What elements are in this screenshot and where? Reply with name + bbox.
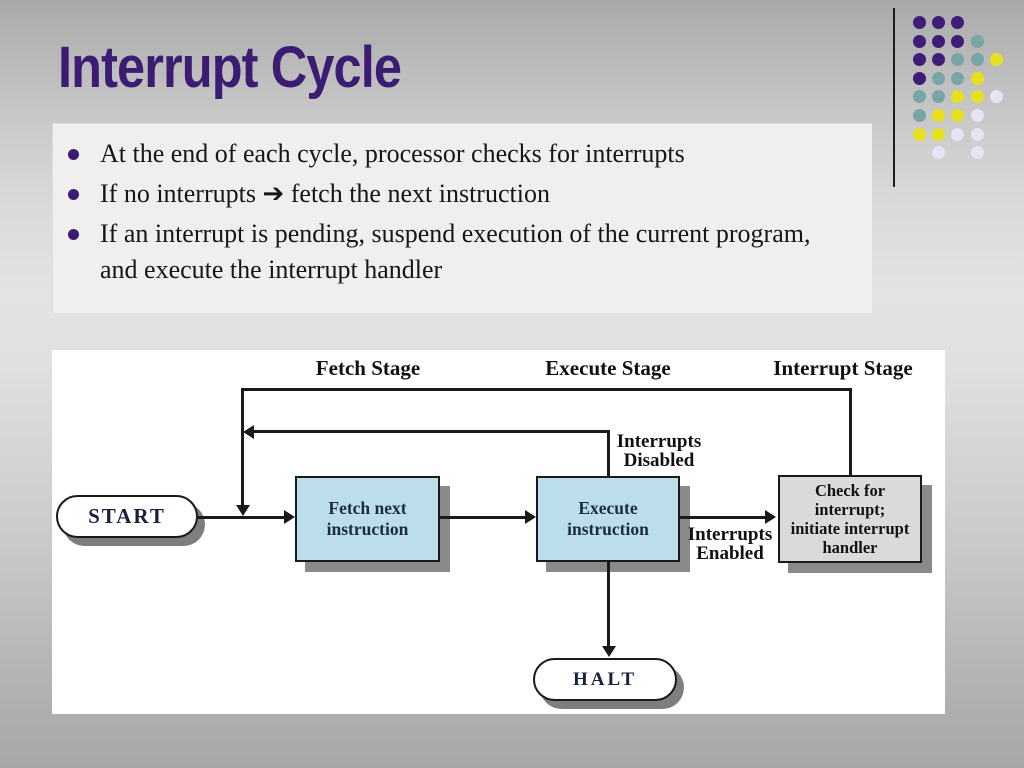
instruction-cycle-diagram: Fetch Stage Execute Stage Interrupt Stag… <box>52 350 945 714</box>
decorative-dot <box>932 71 946 85</box>
decorative-dot <box>913 90 926 104</box>
decorative-dot <box>932 34 946 48</box>
decorative-dot <box>951 71 965 85</box>
bullet-list-panel: At the end of each cycle, processor chec… <box>52 123 872 313</box>
connector-top-loop <box>241 388 852 391</box>
decorative-dot <box>932 53 946 67</box>
list-item: At the end of each cycle, processor chec… <box>52 136 872 172</box>
bullet-icon <box>68 189 79 200</box>
bullet-icon <box>68 149 79 160</box>
arrowhead-into-fetch <box>284 510 295 524</box>
edge-label-interrupts-disabled: Interrupts Disabled <box>616 431 702 471</box>
slide-title: Interrupt Cycle <box>58 35 402 100</box>
decorative-dot <box>913 53 926 67</box>
node-fetch-next-instruction: Fetch next instruction <box>295 476 440 562</box>
decorative-dot <box>970 109 984 122</box>
decorative-dot <box>951 127 965 141</box>
decorative-dot <box>913 34 926 48</box>
connector-start-to-fetch <box>198 516 285 519</box>
decorative-dot <box>913 71 926 85</box>
arrowhead-into-halt <box>602 646 616 657</box>
list-item: If no interrupts ➔ fetch the next instru… <box>52 176 872 212</box>
decorative-dot <box>932 90 946 104</box>
decorative-dot <box>970 127 984 141</box>
decorative-dot <box>970 71 984 85</box>
connector-right-vertical <box>849 388 852 475</box>
edge-label-interrupts-enabled: Interrupts Enabled <box>687 524 773 564</box>
decorative-dot <box>932 127 946 141</box>
bullet-icon <box>68 229 79 240</box>
stage-header-fetch: Fetch Stage <box>315 356 421 380</box>
bullet-text: If an interrupt is pending, suspend exec… <box>100 219 811 284</box>
decorative-dot <box>951 90 965 104</box>
connector-left-vertical <box>241 388 244 506</box>
bullet-list: At the end of each cycle, processor chec… <box>52 123 872 288</box>
stage-header-execute: Execute Stage <box>545 356 671 380</box>
decorative-dot <box>970 90 984 104</box>
decorative-dot <box>951 16 965 29</box>
bullet-text: If no interrupts ➔ fetch the next instru… <box>100 179 550 208</box>
connector-disabled-vertical <box>607 430 610 476</box>
decorative-dot <box>951 34 965 48</box>
node-execute-instruction: Execute instruction <box>536 476 680 562</box>
decorative-dot <box>989 90 1003 104</box>
dots-grid <box>913 16 1013 166</box>
connector-execute-to-check <box>680 516 766 519</box>
decorative-dot <box>932 16 946 29</box>
node-halt: HALT <box>533 658 677 701</box>
decorative-dot <box>951 109 965 122</box>
list-item: If an interrupt is pending, suspend exec… <box>52 216 872 288</box>
decorative-dot <box>932 146 946 160</box>
connector-fetch-to-execute <box>440 516 526 519</box>
decoration-vertical-line <box>893 8 895 187</box>
arrowhead-down-into-fetch-path <box>236 505 250 516</box>
bullet-text: At the end of each cycle, processor chec… <box>100 139 685 168</box>
connector-disabled-horizontal <box>252 430 609 433</box>
arrowhead-into-check <box>765 510 776 524</box>
decorative-dot <box>913 16 926 29</box>
arrowhead-into-execute <box>525 510 536 524</box>
decorative-dot <box>913 127 926 141</box>
stage-header-interrupt: Interrupt Stage <box>773 356 913 380</box>
decorative-dot <box>913 109 926 122</box>
decorative-dot <box>932 109 946 122</box>
node-check-for-interrupt: Check for interrupt; initiate interrupt … <box>778 475 922 563</box>
decorative-dot <box>970 146 984 160</box>
decorative-dot <box>951 53 965 67</box>
connector-execute-to-halt <box>607 562 610 647</box>
arrowhead-left-interrupts-disabled <box>243 425 254 439</box>
decorative-dot <box>970 53 984 67</box>
decorative-dot <box>989 53 1003 67</box>
decorative-dot <box>970 34 984 48</box>
node-start: START <box>56 495 198 538</box>
